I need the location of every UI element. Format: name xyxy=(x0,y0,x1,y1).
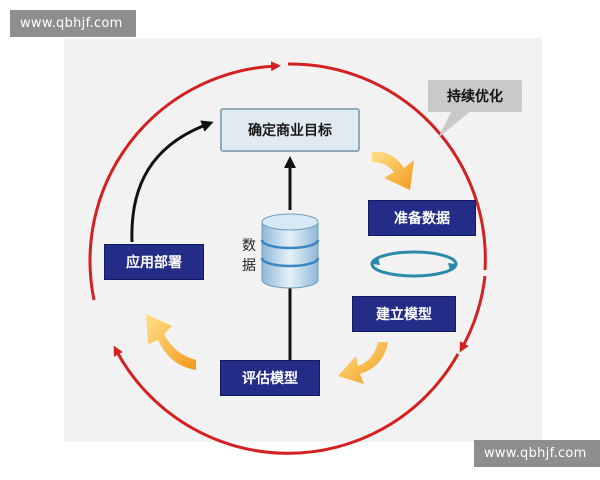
watermark-bottom: www.qbhjf.com xyxy=(474,440,600,467)
arrow-eval-to-deploy xyxy=(146,314,196,370)
node-goal: 确定商业目标 xyxy=(220,108,360,152)
node-build-model: 建立模型 xyxy=(352,296,456,332)
arrow-build-to-eval xyxy=(338,342,388,384)
arrow-goal-to-prepare xyxy=(372,151,414,190)
node-prepare-data: 准备数据 xyxy=(368,200,476,236)
callout-continuous-optimization: 持续优化 xyxy=(428,80,522,112)
node-evaluate-model: 评估模型 xyxy=(220,360,320,396)
node-deploy: 应用部署 xyxy=(104,244,204,280)
progress-arrows xyxy=(146,151,414,384)
database-icon xyxy=(260,213,320,289)
cycle-arc-bottom xyxy=(113,345,460,455)
cycle-ring xyxy=(88,61,487,455)
deploy-to-goal-arrow xyxy=(130,120,214,243)
cycle-arc-top-left xyxy=(88,61,281,301)
callout-pointer xyxy=(438,110,472,138)
watermark-top: www.qbhjf.com xyxy=(10,10,136,37)
iteration-loop xyxy=(370,250,458,278)
cycle-arc-right xyxy=(459,275,487,353)
data-label: 数据 xyxy=(242,238,256,274)
cycle-arc-top-right xyxy=(287,62,487,271)
